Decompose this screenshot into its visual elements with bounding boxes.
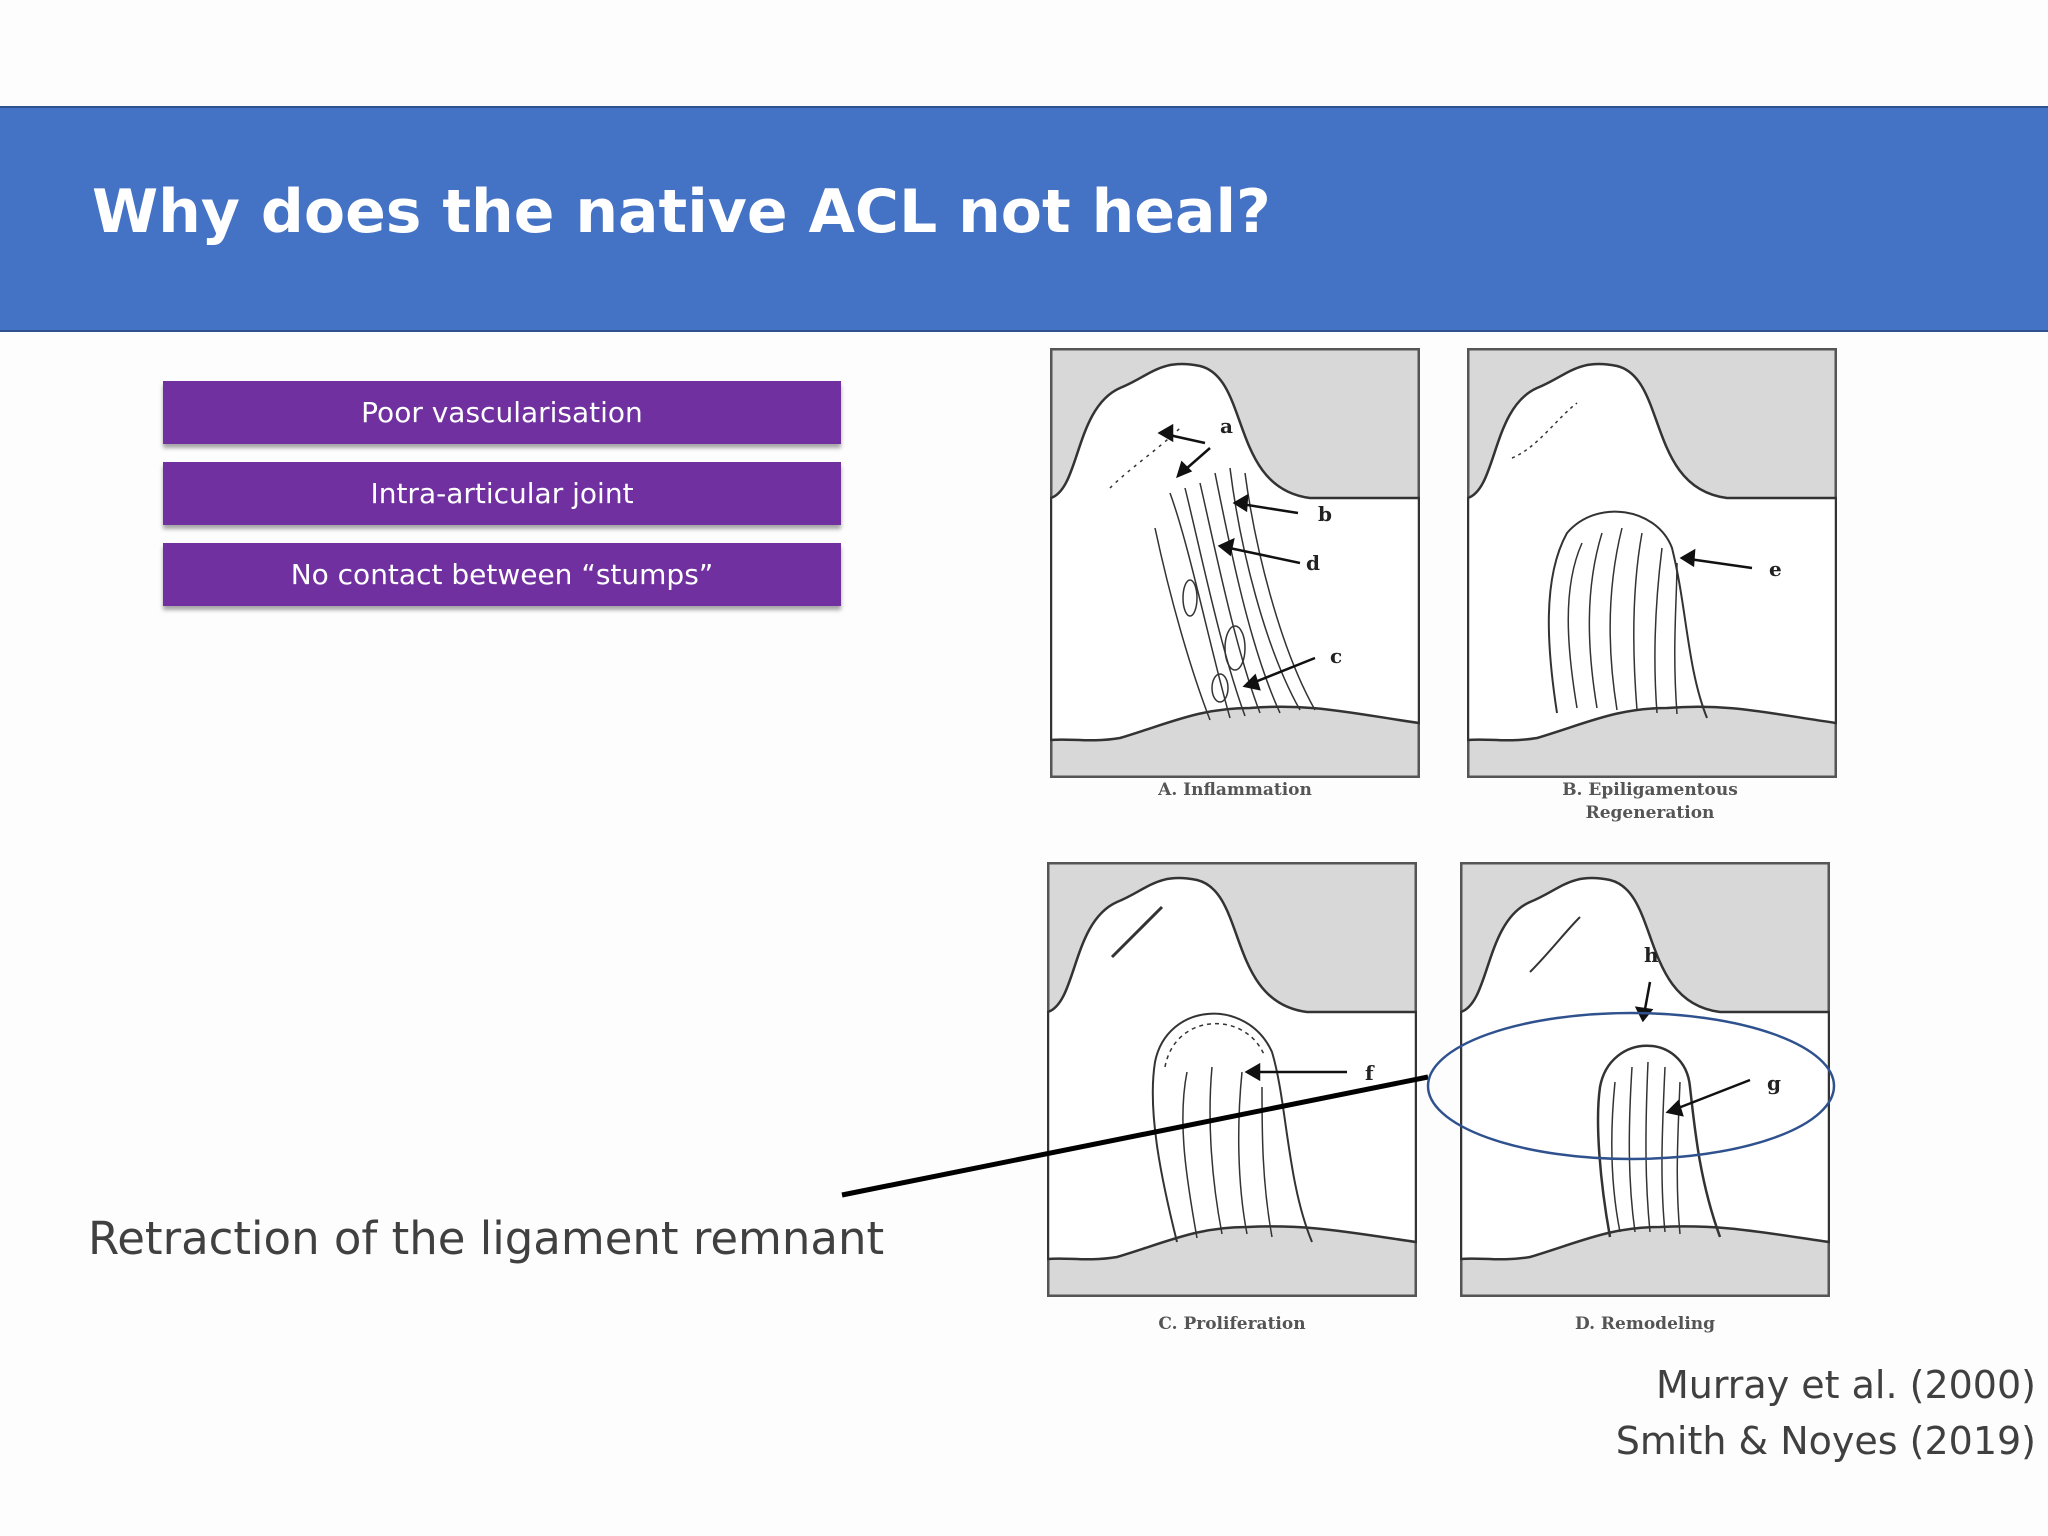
reason-box-intra-articular: Intra-articular joint — [163, 462, 841, 525]
caption-proliferation: C. Proliferation — [1158, 1314, 1306, 1334]
reason-box-stumps: No contact between “stumps” — [163, 543, 841, 606]
callout-text: Retraction of the ligament remnant — [88, 1212, 885, 1265]
figure-panel-epiligamentous: e — [1467, 348, 1837, 778]
title-bar — [0, 106, 2048, 332]
label-e: e — [1769, 557, 1782, 581]
reason-box-vascularisation: Poor vascularisation — [163, 381, 841, 444]
label-d: d — [1306, 551, 1320, 575]
label-g: g — [1767, 1071, 1781, 1095]
label-a: a — [1220, 414, 1233, 438]
caption-epiligamentous-line2: Regeneration — [1585, 803, 1715, 823]
citation-murray: Murray et al. (2000) — [1655, 1363, 2036, 1407]
figure-panel-inflammation: a b d c — [1050, 348, 1420, 778]
label-c: c — [1330, 644, 1342, 668]
slide-title: Why does the native ACL not heal? — [92, 177, 1271, 247]
label-b: b — [1318, 502, 1332, 526]
caption-inflammation: A. Inflammation — [1158, 780, 1312, 800]
figure-panel-remodeling: h g — [1460, 862, 1830, 1297]
caption-epiligamentous-line1: B. Epiligamentous — [1562, 780, 1738, 800]
citation-smith-noyes: Smith & Noyes (2019) — [1615, 1419, 2036, 1463]
figure-panel-proliferation: f — [1047, 862, 1417, 1297]
label-h: h — [1644, 943, 1659, 967]
label-f: f — [1365, 1061, 1375, 1085]
caption-remodeling: D. Remodeling — [1574, 1314, 1716, 1334]
